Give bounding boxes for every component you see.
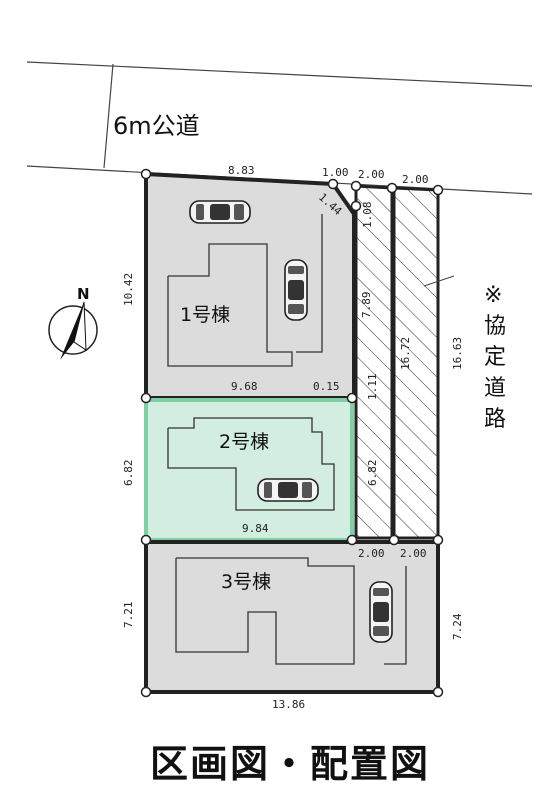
car-lot1-top bbox=[189, 200, 251, 224]
car-lot1-side bbox=[284, 259, 308, 321]
dim-lot3-right: 7.24 bbox=[451, 613, 464, 640]
dim-top-a: 1.00 bbox=[322, 166, 349, 179]
dim-lot2-left: 6.82 bbox=[122, 460, 135, 487]
boundary-markers bbox=[140, 168, 444, 698]
lot-3-label: 3号棟 bbox=[221, 571, 271, 593]
dim-road-a-lower: 6.82 bbox=[366, 460, 379, 487]
dim-step: 0.15 bbox=[313, 380, 340, 393]
car-lot2 bbox=[257, 478, 319, 502]
dim-lot3-left: 7.21 bbox=[122, 602, 135, 629]
dim-bottom-a: 2.00 bbox=[358, 547, 385, 560]
private-road-note: ※ 協 定 道 路 bbox=[484, 283, 506, 432]
note-char-2: 協 bbox=[484, 314, 506, 339]
lot-1-parking-outline bbox=[296, 214, 323, 353]
marker bbox=[350, 200, 362, 212]
marker bbox=[327, 178, 339, 190]
note-char-1: ※ bbox=[484, 283, 502, 308]
marker bbox=[432, 184, 444, 196]
road-upper-edge bbox=[26, 61, 533, 87]
lot-2: 2号棟 bbox=[144, 398, 354, 542]
car-lot3 bbox=[369, 581, 393, 643]
north-arrow: N bbox=[48, 285, 98, 360]
marker bbox=[432, 534, 444, 546]
dim-road-a-gap: 1.11 bbox=[366, 374, 379, 401]
lot-3-house-outline bbox=[175, 557, 355, 665]
lot-1-label: 1号棟 bbox=[180, 304, 230, 326]
marker bbox=[140, 534, 152, 546]
lot-1-boundary bbox=[144, 171, 356, 400]
dim-far-right: 16.63 bbox=[451, 337, 464, 370]
marker bbox=[140, 686, 152, 698]
dim-right-a: 1.08 bbox=[361, 202, 374, 229]
dim-bottom-b: 2.00 bbox=[400, 547, 427, 560]
dim-lot1-top: 8.83 bbox=[228, 164, 255, 177]
dim-road-b-length: 16.72 bbox=[399, 337, 412, 370]
marker bbox=[140, 168, 152, 180]
dim-top-b: 2.00 bbox=[358, 168, 385, 181]
marker bbox=[388, 534, 400, 546]
dim-road-a-upper: 7.89 bbox=[360, 292, 373, 319]
road-label: 6m公道 bbox=[113, 112, 200, 140]
lot-2-boundary bbox=[144, 398, 354, 542]
dim-lot2-bottom: 9.84 bbox=[242, 522, 269, 535]
lot-3-boundary bbox=[144, 540, 440, 694]
lot-3-parking-outline bbox=[384, 566, 407, 665]
lot-2-label: 2号棟 bbox=[219, 431, 269, 453]
marker bbox=[386, 182, 398, 194]
north-arrow-icon bbox=[60, 302, 84, 360]
marker bbox=[346, 392, 358, 404]
public-road: 6m公道 bbox=[26, 61, 533, 195]
marker bbox=[350, 180, 362, 192]
note-char-3: 定 bbox=[484, 345, 506, 370]
dim-lot1-bottom: 9.68 bbox=[231, 380, 258, 393]
diagram-title: 区画図・配置図 bbox=[150, 742, 430, 786]
dim-lot3-bottom: 13.86 bbox=[272, 698, 305, 711]
lot-1-house-outline bbox=[167, 243, 293, 367]
dim-lot1-left: 10.42 bbox=[122, 273, 135, 306]
marker bbox=[346, 534, 358, 546]
lot-2-house-outline bbox=[167, 417, 335, 511]
note-char-4: 道 bbox=[484, 376, 506, 401]
road-width-marker bbox=[103, 63, 114, 169]
lot-3: 3号棟 bbox=[144, 540, 440, 694]
note-char-5: 路 bbox=[484, 407, 506, 432]
marker bbox=[432, 686, 444, 698]
north-label: N bbox=[77, 285, 90, 303]
dim-top-c: 2.00 bbox=[402, 173, 429, 186]
marker bbox=[140, 392, 152, 404]
note-leader-line bbox=[423, 275, 455, 287]
lot-1: 1号棟 bbox=[144, 171, 356, 400]
